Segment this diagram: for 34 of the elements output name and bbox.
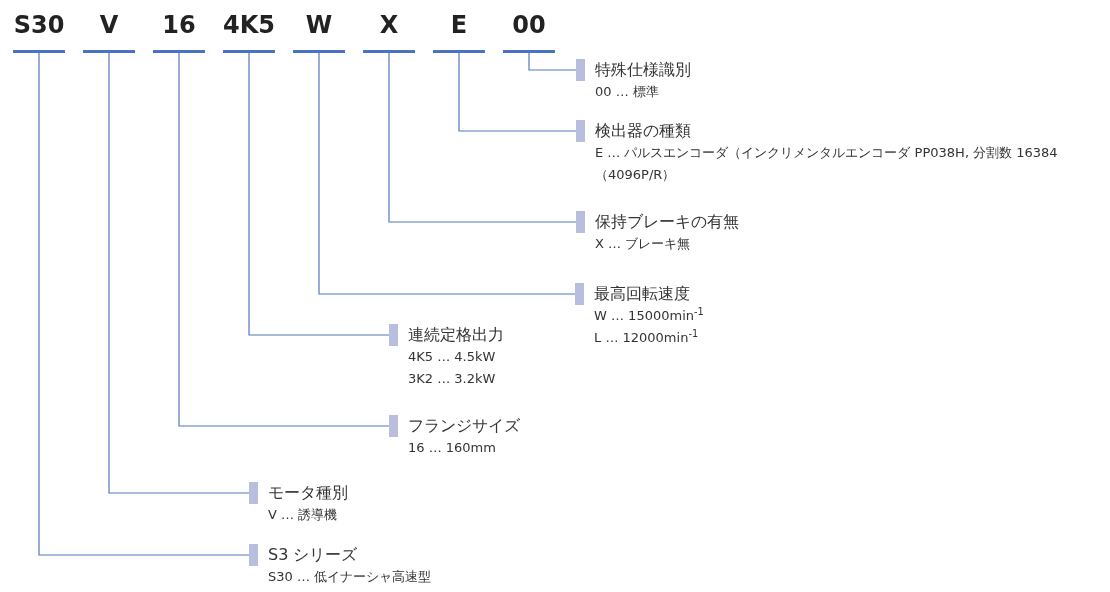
- field-description: 4K5 … 4.5kW: [408, 348, 497, 366]
- field-description: L … 12000min$^{-1}$: [594, 327, 700, 347]
- field-heading: 保持ブレーキの有無: [595, 211, 739, 233]
- code-segment: V: [83, 10, 135, 53]
- code-segment: X: [363, 10, 415, 53]
- field-description: E … パルスエンコーダ（インクリメンタルエンコーダ PP038H, 分割数 16384（4096P/R）: [595, 144, 1059, 184]
- connector-line: [108, 52, 250, 494]
- field-heading: モータ種別: [268, 482, 348, 504]
- connector-line: [388, 52, 577, 223]
- code-segment: W: [293, 10, 345, 53]
- field-heading: 特殊仕様識別: [595, 59, 691, 81]
- connector-line: [178, 52, 390, 427]
- field-description: 16 … 160mm: [408, 439, 497, 457]
- field-heading: 連続定格出力: [408, 324, 504, 346]
- code-segment: 4K5: [223, 10, 275, 53]
- field-description: S30 … 低イナーシャ高速型: [268, 568, 432, 586]
- field-description: X … ブレーキ無: [595, 235, 692, 253]
- field-heading: 検出器の種類: [595, 120, 692, 142]
- field-heading: フランジサイズ: [408, 415, 520, 437]
- field-description: W … 15000min$^{-1}$: [594, 305, 704, 325]
- connector-line: [528, 52, 577, 71]
- connector-line: [318, 52, 576, 295]
- field-description: V … 誘導機: [268, 506, 339, 524]
- code-segment: 00: [503, 10, 555, 53]
- field-heading: 最高回転速度: [594, 283, 691, 305]
- code-segment: E: [433, 10, 485, 53]
- connector-line: [458, 52, 577, 132]
- code-segment: 16: [153, 10, 205, 53]
- field-description: 3K2 … 3.2kW: [408, 370, 497, 388]
- connector-line: [248, 52, 390, 336]
- field-description: 00 … 標準: [595, 83, 660, 101]
- connector-line: [38, 52, 250, 556]
- field-heading: S3 シリーズ: [268, 544, 359, 566]
- code-segment: S30: [13, 10, 65, 53]
